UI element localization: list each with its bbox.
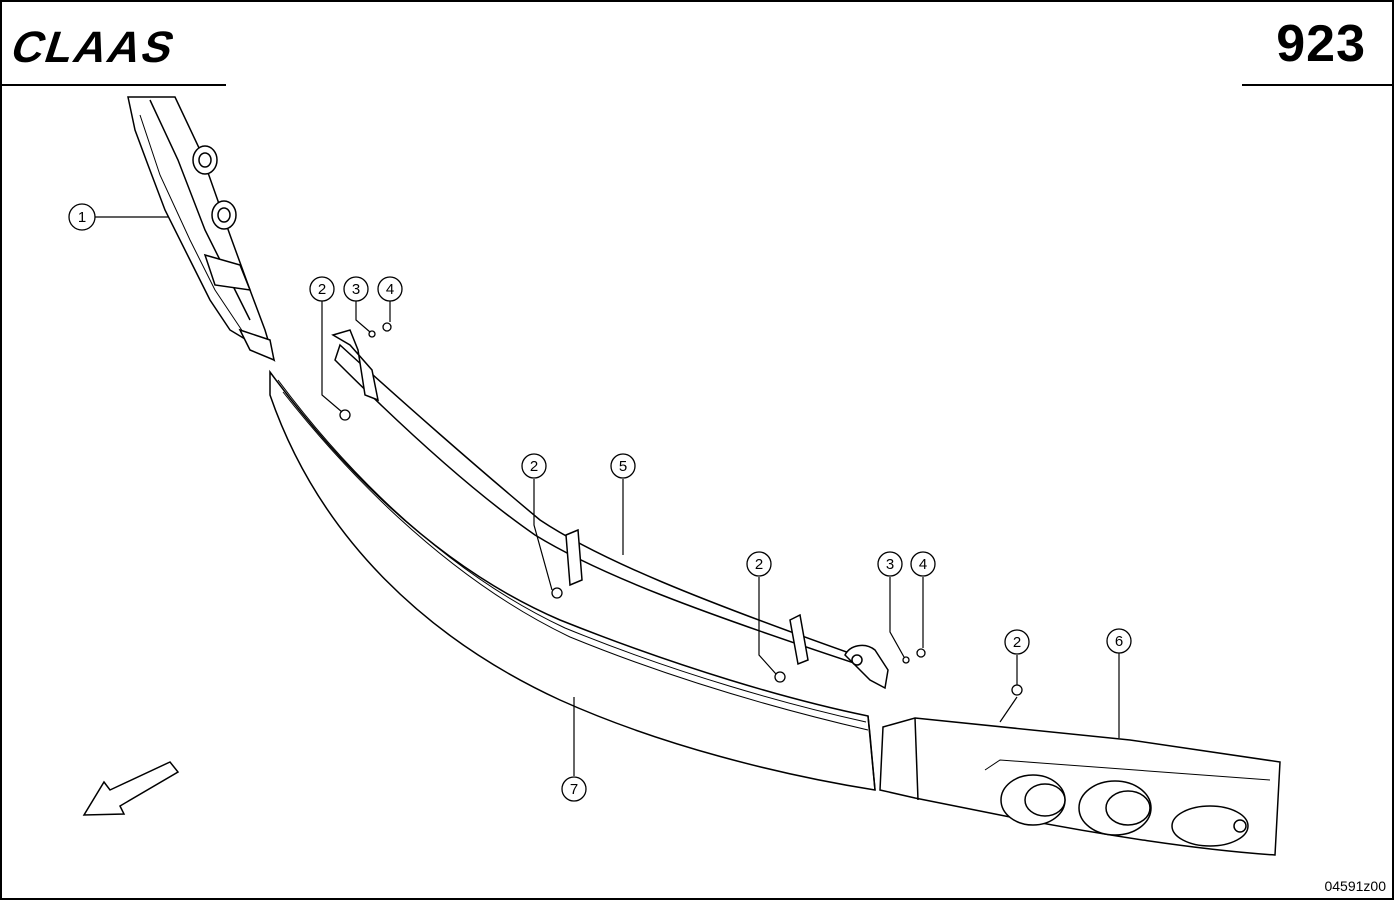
callout-2-center: 2	[521, 453, 547, 479]
svg-text:6: 6	[1115, 633, 1123, 650]
svg-text:2: 2	[1013, 634, 1021, 651]
bolt-2d	[1011, 684, 1023, 696]
claas-logo: CLAAS	[5, 22, 183, 72]
fasteners	[339, 322, 1023, 696]
svg-text:2: 2	[755, 556, 763, 573]
leader-lines	[95, 216, 1120, 776]
nut-4b	[916, 648, 926, 658]
callout-6: 6	[1106, 628, 1132, 654]
callout-1: 1	[68, 203, 96, 231]
bolt-2a	[339, 409, 351, 421]
callout-4-right: 4	[910, 551, 936, 577]
callout-5: 5	[610, 453, 636, 479]
svg-text:7: 7	[570, 781, 578, 798]
svg-text:5: 5	[619, 458, 627, 475]
washer-3a	[368, 330, 376, 338]
callout-7: 7	[561, 776, 587, 802]
callout-4-upper-left: 4	[377, 276, 403, 302]
nut-4a	[382, 322, 392, 332]
logo-text: CLAAS	[5, 22, 183, 72]
callout-3-right: 3	[877, 551, 903, 577]
callout-2-right: 2	[746, 551, 772, 577]
direction-arrow-icon	[82, 761, 180, 816]
drawing-code: 04591z00	[1324, 878, 1386, 894]
part-7-bumper-beam	[269, 369, 876, 791]
svg-text:4: 4	[386, 281, 394, 298]
part-5-support-bar	[331, 329, 889, 690]
bolt-2c	[774, 671, 786, 683]
part-6-end-cap	[879, 717, 1281, 856]
callout-2-end-cap: 2	[1004, 629, 1030, 655]
svg-text:2: 2	[530, 458, 538, 475]
svg-text:3: 3	[886, 556, 894, 573]
callout-1-label: 1	[78, 209, 86, 226]
svg-text:4: 4	[919, 556, 927, 573]
page-number: 923	[1276, 15, 1366, 73]
callout-3-upper-left: 3	[343, 276, 369, 302]
svg-text:3: 3	[352, 281, 360, 298]
part-1-housing	[127, 96, 276, 363]
washer-3b	[902, 656, 910, 664]
callouts: 1 2 3 4 2 5 2 3	[68, 203, 1132, 802]
bolt-2b	[551, 587, 563, 599]
callout-2-upper-left: 2	[309, 276, 335, 302]
svg-text:2: 2	[318, 281, 326, 298]
